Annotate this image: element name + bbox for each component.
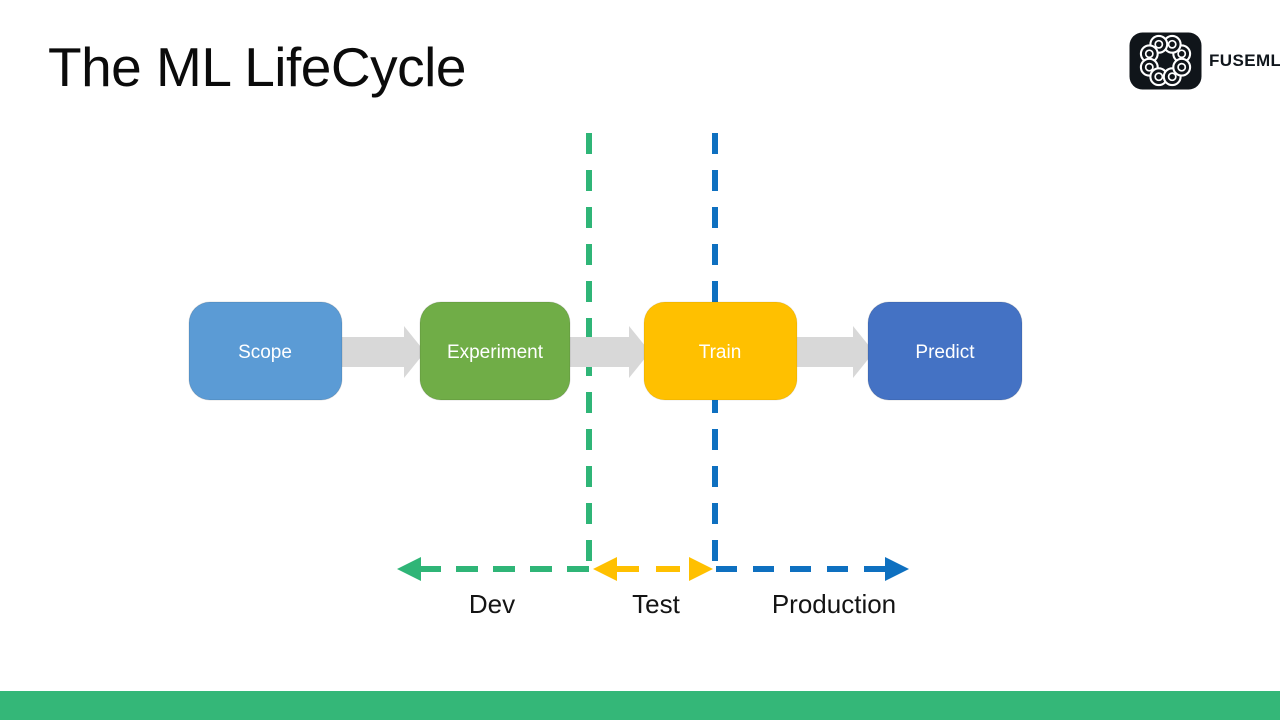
stage-predict-box (867, 301, 1023, 401)
stage-experiment: Experiment (419, 301, 571, 401)
production-span-arrow (716, 557, 909, 581)
stage-train-box (643, 301, 798, 401)
brand-name: FUSEML (1209, 51, 1280, 70)
stage-predict-label: Predict (915, 342, 975, 363)
test-right-arrowhead-icon (689, 557, 713, 581)
stage-scope: Scope (188, 301, 343, 401)
stage-experiment-label: Experiment (447, 342, 544, 363)
phase-label-dev: Dev (469, 589, 515, 619)
phase-label-production: Production (772, 589, 896, 619)
stage-scope-box (188, 301, 343, 401)
bearing-icon (1129, 32, 1202, 90)
stage-experiment-box (419, 301, 571, 401)
connector-arrow-icon (342, 326, 425, 378)
test-span-arrow (593, 557, 713, 581)
brand-logo: FUSEML (1129, 32, 1280, 90)
stage-train: Train (643, 301, 798, 401)
test-left-arrowhead-icon (593, 557, 617, 581)
footer-bar (0, 691, 1280, 720)
page-title: The ML LifeCycle (48, 36, 466, 98)
production-arrowhead-icon (885, 557, 909, 581)
connector-arrow-icon (570, 326, 650, 378)
dev-arrowhead-icon (397, 557, 421, 581)
connector-arrow-icon (797, 326, 874, 378)
stage-predict: Predict (867, 301, 1023, 401)
stage-train-label: Train (699, 342, 742, 363)
dev-span-arrow (397, 557, 589, 581)
stage-scope-label: Scope (238, 342, 292, 363)
phase-label-test: Test (632, 589, 680, 619)
